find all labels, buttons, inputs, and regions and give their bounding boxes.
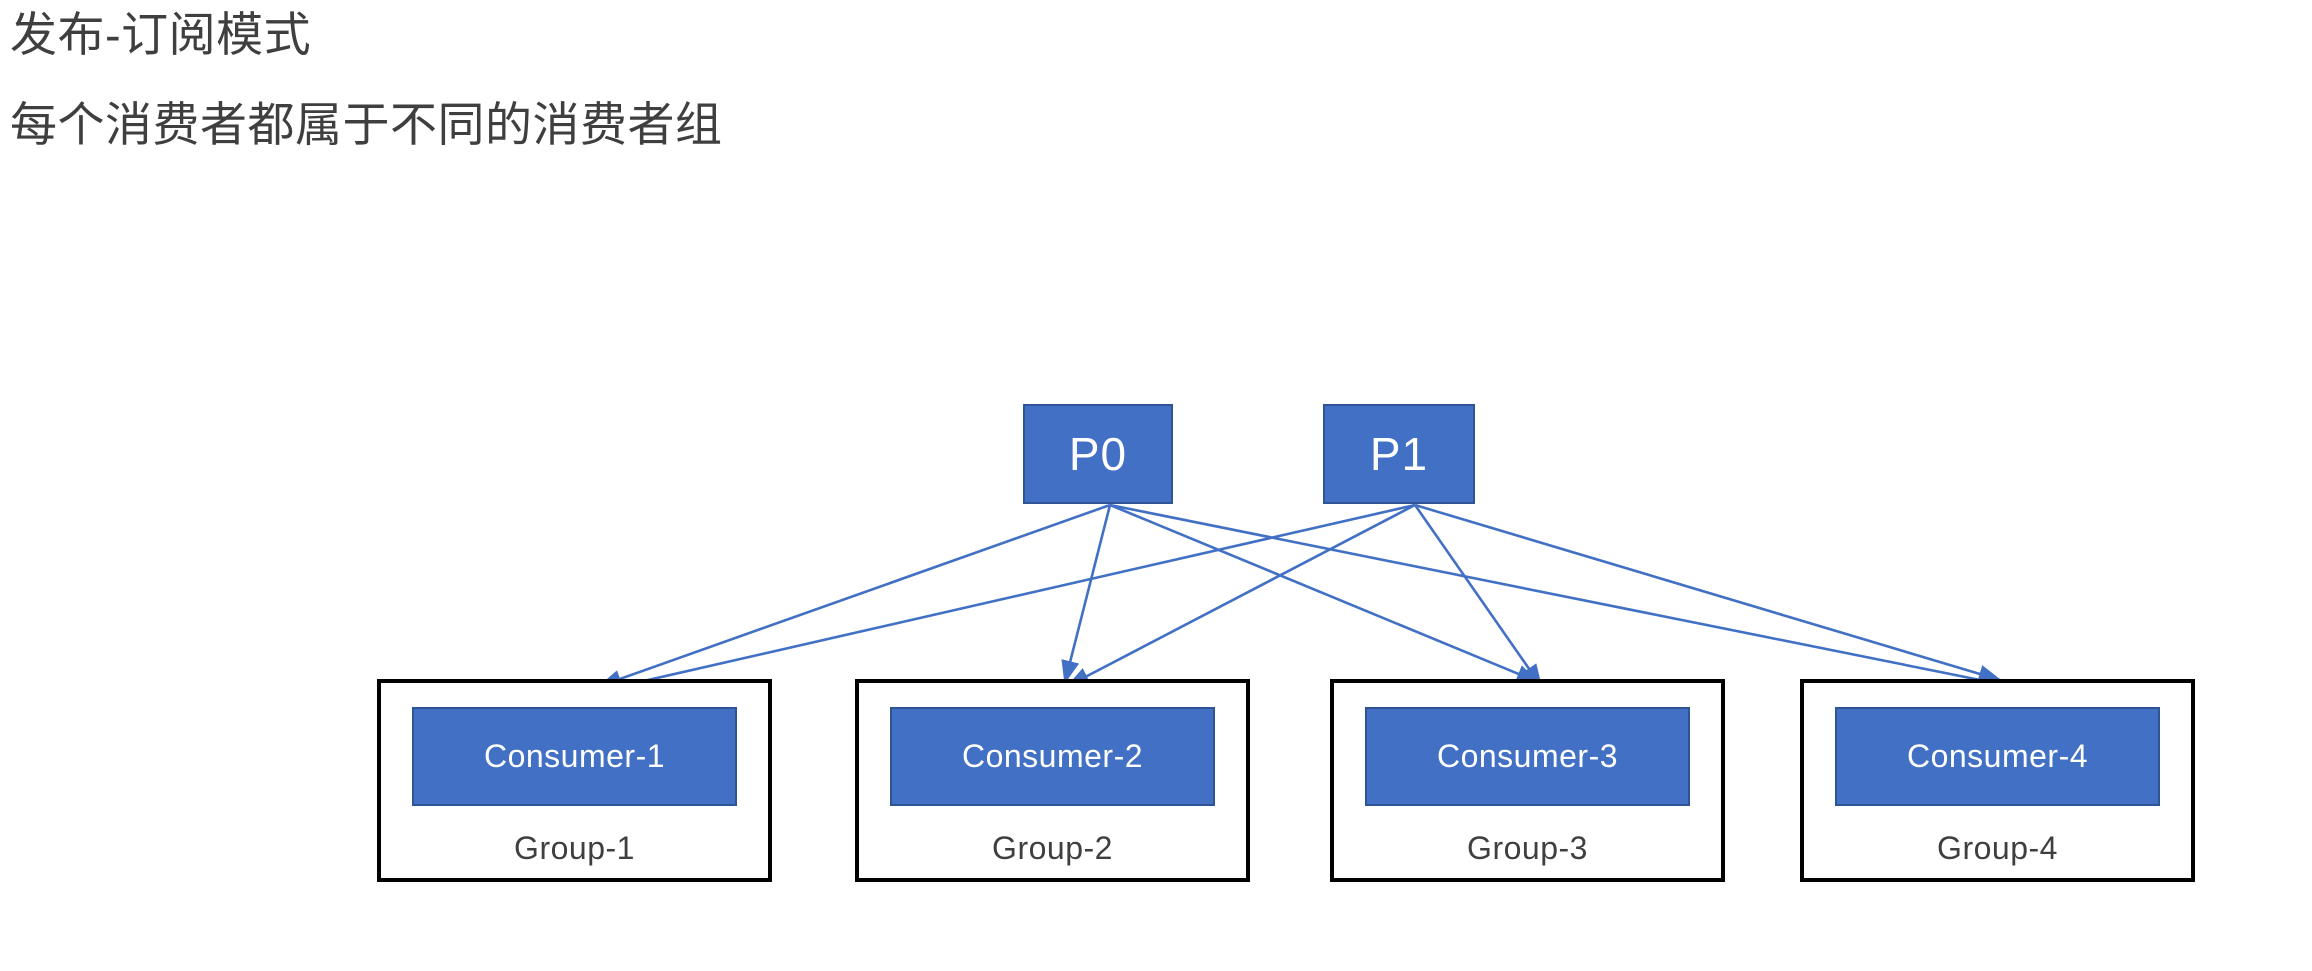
slide-title: 发布-订阅模式 xyxy=(10,8,312,61)
producer-label: P1 xyxy=(1369,428,1429,480)
consumer-node-2[interactable]: Consumer-2 xyxy=(890,707,1215,806)
consumer-label: Consumer-3 xyxy=(1436,738,1619,774)
consumer-label: Consumer-2 xyxy=(961,738,1144,774)
edge-p0-to-g3 xyxy=(1109,503,1540,684)
edge-p0-to-g2 xyxy=(1061,504,1112,685)
producer-node-p1[interactable]: P1 xyxy=(1323,404,1475,504)
slide-subtitle: 每个消费者都属于不同的消费者组 xyxy=(10,98,723,151)
producer-label: P0 xyxy=(1068,428,1128,480)
group-label-1: Group-1 xyxy=(514,830,635,866)
consumer-node-4[interactable]: Consumer-4 xyxy=(1835,707,2160,806)
producer-node-p0[interactable]: P0 xyxy=(1023,404,1173,504)
group-label-4: Group-4 xyxy=(1937,830,2058,866)
edges-group xyxy=(597,503,2003,696)
consumer-label: Consumer-1 xyxy=(483,738,666,774)
edge-p1-to-g2 xyxy=(1066,503,1416,688)
edge-p0-to-g4 xyxy=(1109,503,2003,689)
group-label-2: Group-2 xyxy=(992,830,1113,866)
edge-p1-to-g3 xyxy=(1413,504,1543,688)
consumer-node-3[interactable]: Consumer-3 xyxy=(1365,707,1690,806)
consumer-node-1[interactable]: Consumer-1 xyxy=(412,707,737,806)
edge-p1-to-g4 xyxy=(1414,503,2002,683)
group-label-3: Group-3 xyxy=(1467,830,1588,866)
edge-p1-to-g1 xyxy=(597,503,1416,696)
edge-p0-to-g1 xyxy=(598,503,1111,688)
consumer-label: Consumer-4 xyxy=(1906,738,2089,774)
